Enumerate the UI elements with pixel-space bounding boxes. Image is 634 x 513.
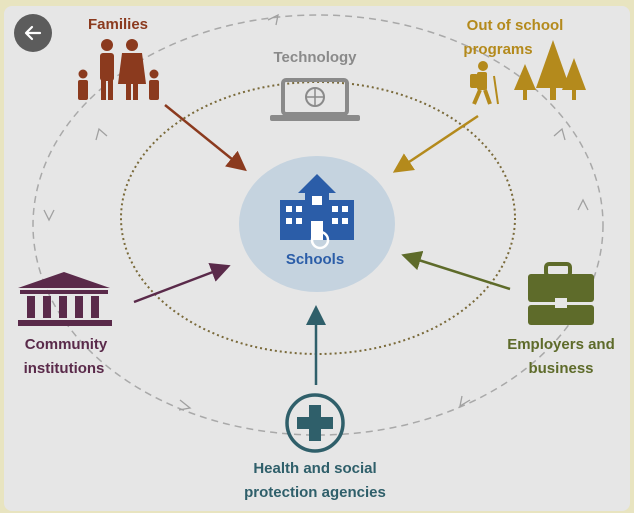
health-label-line2: protection agencies [244,484,386,501]
out-of-school-label-line1: Out of school [467,17,564,34]
back-button[interactable] [14,14,52,52]
families-label: Families [88,16,148,33]
arrow-community-to-schools [133,262,231,304]
health-label-line1: Health and social [253,460,376,477]
community-label-line1: Community [25,336,108,353]
arrow-employers-to-schools [401,251,511,291]
museum-icon [18,272,112,326]
family-icon [78,39,159,100]
arrow-left-icon [24,25,42,41]
out-of-school-label-line2: programs [463,41,532,58]
laptop-icon [270,78,360,121]
cursor-ring [310,230,330,250]
community-label-line2: institutions [24,360,105,377]
medical-cross-icon [285,393,345,453]
schools-label: Schools [286,251,344,268]
arrow-out-of-school-to-schools [392,114,479,173]
loop-direction-chevrons [43,13,589,411]
employers-label-line2: business [528,360,593,377]
hiker-trees-icon [470,40,586,105]
briefcase-icon [528,262,594,325]
employers-label-line1: Employers and [507,336,615,353]
arrow-families-to-schools [164,104,247,172]
technology-label: Technology [273,49,357,66]
school-icon [280,174,354,240]
